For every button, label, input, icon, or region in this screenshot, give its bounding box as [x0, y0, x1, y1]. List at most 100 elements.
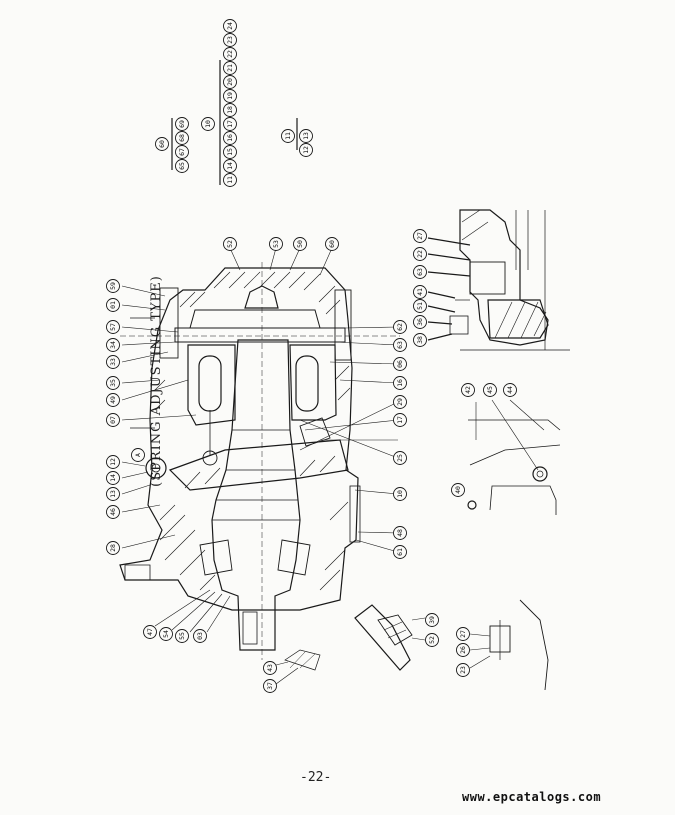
svg-text:62: 62 [396, 323, 404, 331]
svg-text:52: 52 [226, 240, 234, 248]
svg-text:23: 23 [459, 666, 467, 674]
svg-text:44: 44 [506, 386, 514, 394]
svg-text:55: 55 [178, 632, 186, 640]
svg-text:15: 15 [226, 148, 234, 156]
main-section [119, 262, 400, 660]
svg-text:18: 18 [226, 106, 234, 114]
svg-text:35: 35 [109, 379, 117, 387]
callout-0: 59 [106, 279, 120, 293]
callout-44: 40 [451, 483, 465, 497]
callout-32: 48 [393, 526, 407, 540]
callout-6: 49 [106, 393, 120, 407]
detail-bottom-center [354, 604, 426, 671]
group-b-child-9: 22 [223, 47, 237, 61]
group-a-child-2: 68 [175, 131, 189, 145]
svg-text:26: 26 [459, 646, 467, 654]
group-b-child-1: 14 [223, 159, 237, 173]
svg-text:17: 17 [396, 416, 404, 424]
group-a-child-1: 67 [175, 145, 189, 159]
callout-19: 37 [263, 679, 277, 693]
group-b-child-5: 18 [223, 103, 237, 117]
svg-text:22: 22 [226, 50, 234, 58]
svg-text:43: 43 [266, 664, 274, 672]
svg-text:51: 51 [416, 302, 424, 310]
callout-17: 03 [193, 629, 207, 643]
svg-text:63: 63 [396, 341, 404, 349]
svg-text:27: 27 [416, 232, 424, 240]
svg-text:21: 21 [226, 64, 234, 72]
callout-40: 38 [413, 333, 427, 347]
svg-text:48: 48 [396, 529, 404, 537]
svg-text:46: 46 [109, 508, 117, 516]
svg-text:50: 50 [296, 240, 304, 248]
svg-text:47: 47 [146, 628, 154, 636]
callout-42: 45 [483, 383, 497, 397]
svg-text:34: 34 [109, 341, 117, 349]
callout-29: 17 [393, 413, 407, 427]
svg-text:12: 12 [109, 458, 117, 466]
group-b-child-0: 11 [223, 173, 237, 187]
svg-text:42: 42 [464, 386, 472, 394]
svg-text:25: 25 [396, 454, 404, 462]
svg-text:A: A [134, 453, 142, 457]
svg-text:17: 17 [226, 120, 234, 128]
callout-45: 39 [425, 613, 439, 627]
callout-48: 26 [456, 643, 470, 657]
callout-27: 16 [393, 376, 407, 390]
callout-33: 61 [393, 545, 407, 559]
svg-text:40: 40 [454, 486, 462, 494]
top-group-brackets [171, 60, 298, 185]
callout-49: 23 [456, 663, 470, 677]
svg-text:27: 27 [459, 630, 467, 638]
svg-text:67: 67 [178, 148, 186, 156]
detail-bottom-right [469, 599, 549, 691]
detail-upper-right [427, 209, 570, 351]
callout-3: 34 [106, 338, 120, 352]
svg-text:36: 36 [416, 318, 424, 326]
callout-39: 36 [413, 315, 427, 329]
catalog-watermark[interactable]: www.epcatalogs.com [462, 790, 602, 804]
callout-21: 53 [269, 237, 283, 251]
svg-text:20: 20 [226, 78, 234, 86]
group-c-parent: 11 [281, 129, 295, 143]
callout-35: 22 [413, 247, 427, 261]
svg-text:13: 13 [302, 132, 310, 140]
callout-18: 43 [263, 661, 277, 675]
group-b-child-2: 15 [223, 145, 237, 159]
callout-26: 06 [393, 357, 407, 371]
detail-middle-right [467, 399, 561, 515]
callout-23: 60 [325, 237, 339, 251]
leader-lines [121, 247, 399, 633]
svg-text:39: 39 [428, 616, 436, 624]
callout-9: A [131, 448, 145, 462]
svg-text:60: 60 [158, 140, 166, 148]
svg-text:06: 06 [396, 360, 404, 368]
group-b-child-6: 19 [223, 89, 237, 103]
svg-text:24: 24 [226, 22, 234, 30]
callout-25: 63 [393, 338, 407, 352]
svg-text:49: 49 [109, 396, 117, 404]
svg-text:65: 65 [178, 162, 186, 170]
svg-text:57: 57 [109, 323, 117, 331]
svg-text:13: 13 [109, 490, 117, 498]
callout-28: 29 [393, 395, 407, 409]
callout-30: 25 [393, 451, 407, 465]
svg-text:38: 38 [416, 336, 424, 344]
svg-text:45: 45 [486, 386, 494, 394]
svg-text:41: 41 [416, 288, 424, 296]
callout-8: 12 [106, 455, 120, 469]
svg-text:10: 10 [396, 490, 404, 498]
group-b-child-8: 21 [223, 61, 237, 75]
callout-14: 47 [143, 625, 157, 639]
callout-16: 55 [175, 629, 189, 643]
callout-13: 28 [106, 541, 120, 555]
group-b-parent: 10 [201, 117, 215, 131]
group-c-child-0: 12 [299, 143, 313, 157]
page-number: -22- [300, 770, 332, 785]
callout-15: 54 [159, 627, 173, 641]
svg-text:69: 69 [178, 120, 186, 128]
detail-bottom-small [275, 649, 321, 685]
group-a-child-3: 69 [175, 117, 189, 131]
callout-1: 01 [106, 298, 120, 312]
